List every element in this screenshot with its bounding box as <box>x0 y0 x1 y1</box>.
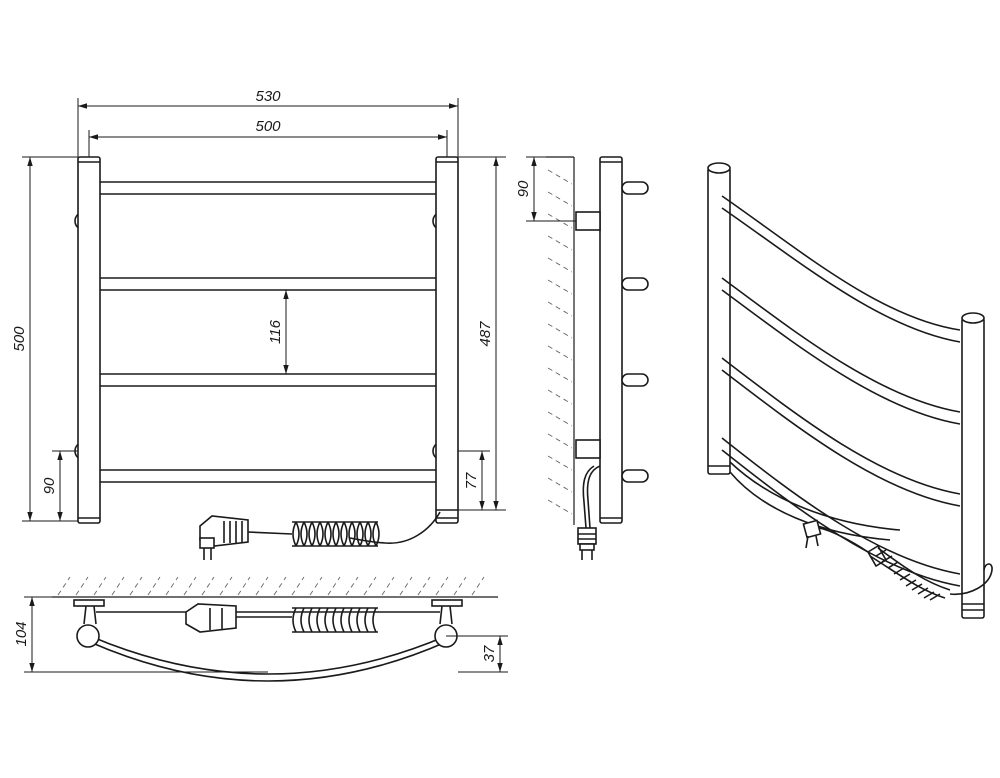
iso-post-left <box>707 167 731 475</box>
dim-depth-bar: 37 <box>481 645 498 662</box>
side-view: 90 <box>515 156 649 560</box>
iso-post-right <box>961 317 985 619</box>
plan-mount-right <box>431 599 463 607</box>
plan-power-cord <box>185 603 378 633</box>
right-post <box>435 156 459 524</box>
plan-view: 104 37 <box>13 576 508 682</box>
side-bar-2 <box>621 277 649 291</box>
dim-side-top-offset: 90 <box>515 180 532 197</box>
dim-overall-width: 530 <box>255 88 281 105</box>
dim-inner-width: 500 <box>255 118 281 135</box>
crossbar-3 <box>93 373 443 387</box>
plan-curved-bar <box>89 635 447 675</box>
crossbar-1 <box>93 181 443 195</box>
side-bar-3 <box>621 373 649 387</box>
power-plug <box>199 515 249 560</box>
dim-bottom-mount-right: 77 <box>463 472 480 489</box>
side-post <box>599 156 623 524</box>
crossbar-2 <box>93 277 443 291</box>
iso-bar-2 <box>721 277 961 413</box>
dim-inner-height: 487 <box>477 321 494 347</box>
iso-bar-4 <box>721 437 961 575</box>
dim-bottom-mount-left: 90 <box>41 477 58 494</box>
side-cable <box>586 465 601 529</box>
front-view: 530 500 500 116 487 90 77 <box>11 88 506 560</box>
perspective-view <box>707 162 993 619</box>
side-bar-4 <box>621 469 649 483</box>
side-bar-1 <box>621 181 649 195</box>
dim-bar-spacing: 116 <box>267 319 284 344</box>
dim-depth-total: 104 <box>13 621 30 646</box>
power-cord <box>349 511 441 544</box>
crossbar-4 <box>93 469 443 483</box>
coiled-cord <box>247 521 380 547</box>
plan-post-left <box>76 624 100 648</box>
side-plug <box>577 527 597 560</box>
iso-bar-1 <box>721 195 961 331</box>
side-mount-top <box>575 211 601 231</box>
iso-bar-3 <box>721 357 961 495</box>
plan-mount-left <box>73 599 105 607</box>
side-mount-bottom <box>575 439 601 459</box>
iso-power-cord <box>802 519 993 601</box>
left-post <box>77 156 101 524</box>
dim-overall-height: 500 <box>11 326 28 352</box>
